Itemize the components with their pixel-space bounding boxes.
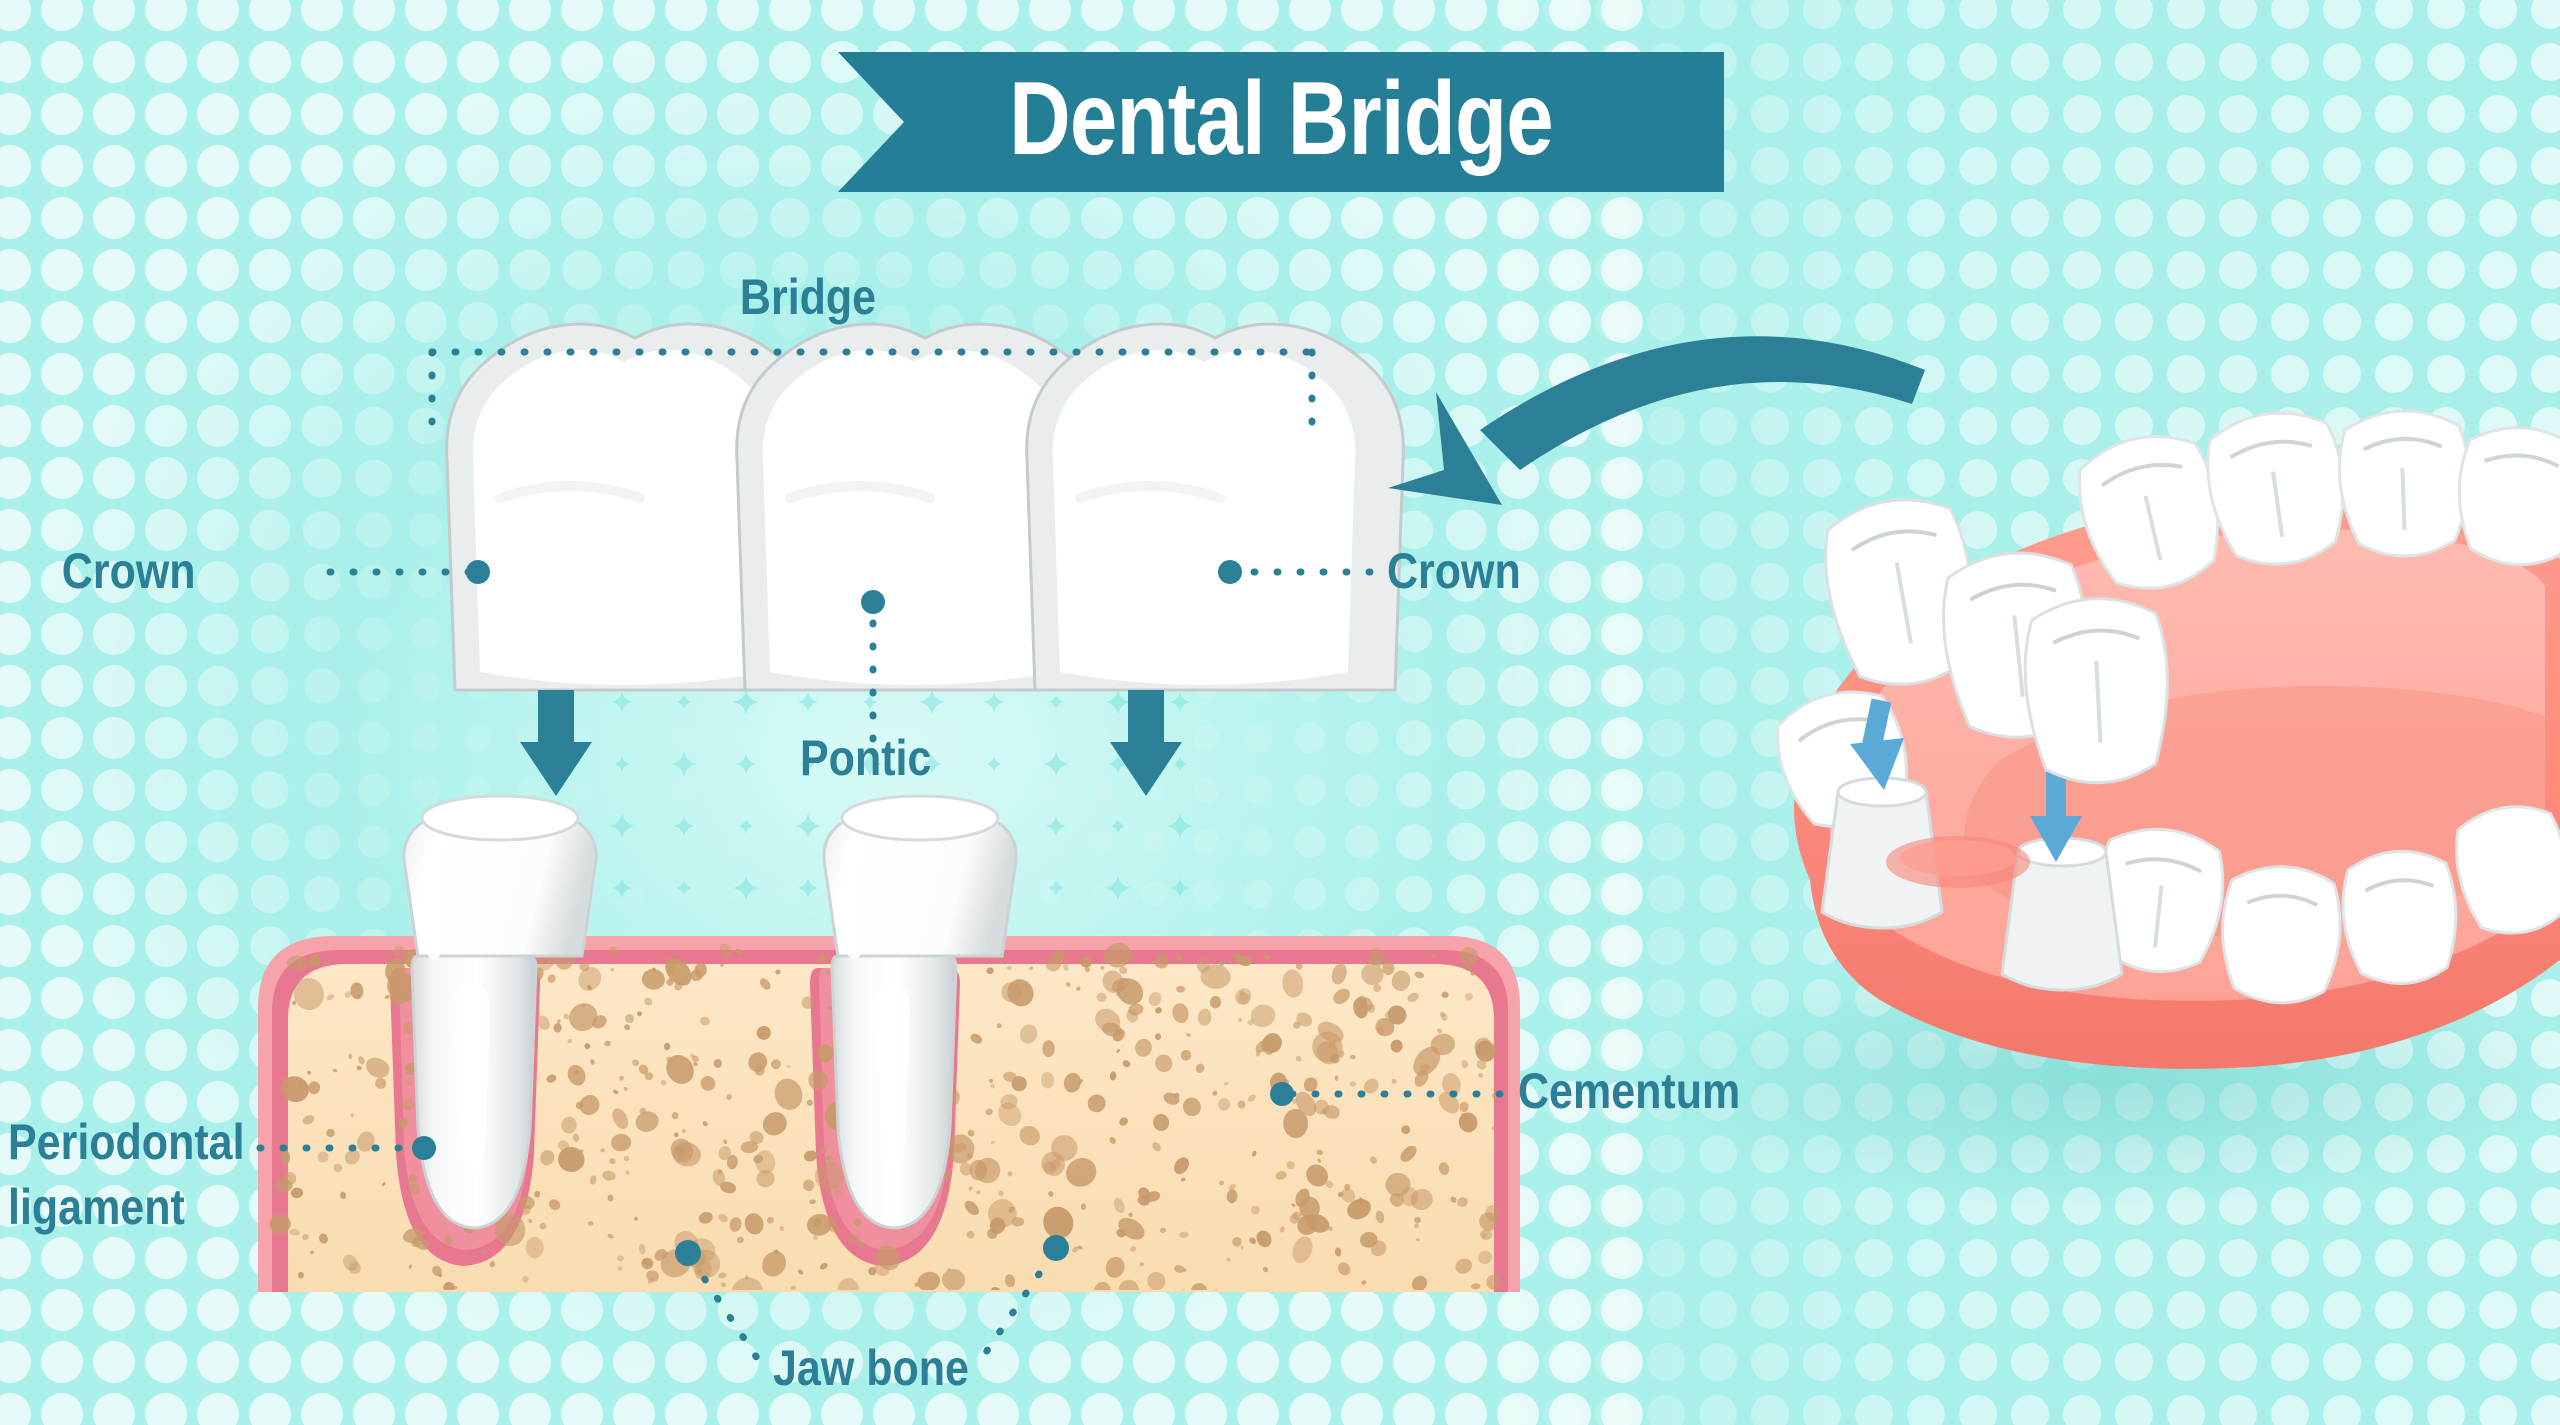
page-title: Dental Bridge — [1009, 61, 1554, 177]
bridge-pontic — [735, 322, 1115, 692]
placement-arrow-right — [1110, 690, 1182, 796]
transfer-arrow-curved — [1388, 336, 1925, 505]
bridge-unit-group — [445, 322, 1405, 692]
jaw-insert-arrow-left — [1850, 698, 1904, 790]
label-cementum: Cementum — [1518, 1063, 1741, 1119]
label-crown-left: Crown — [61, 543, 196, 599]
jaw-teeth-front-arc — [2095, 805, 2560, 1005]
placement-arrow-left — [520, 690, 592, 796]
cross-section-block — [258, 794, 1520, 1292]
jaw-bridge-floating — [1824, 498, 2169, 785]
label-crown-right: Crown — [1387, 543, 1521, 599]
jaw-insert-arrow-right — [2030, 772, 2082, 862]
label-periodontal-line2: ligament — [8, 1179, 185, 1235]
jaw-model-3d — [1640, 409, 2560, 1210]
banner-shape — [838, 52, 1724, 192]
title-banner: Dental Bridge — [838, 52, 1724, 192]
label-pontic: Pontic — [800, 730, 932, 786]
jaw-teeth-upper-arc — [2077, 409, 2560, 590]
bridge-crown-left — [445, 322, 825, 692]
abutment-tooth-right — [822, 794, 1018, 1230]
label-periodontal-line1: Periodontal — [8, 1114, 245, 1170]
label-bridge: Bridge — [739, 269, 877, 325]
label-jaw-bone: Jaw bone — [773, 1340, 969, 1396]
abutment-tooth-left — [402, 794, 598, 1230]
jaw-abutment-stump-left — [1820, 776, 1944, 930]
